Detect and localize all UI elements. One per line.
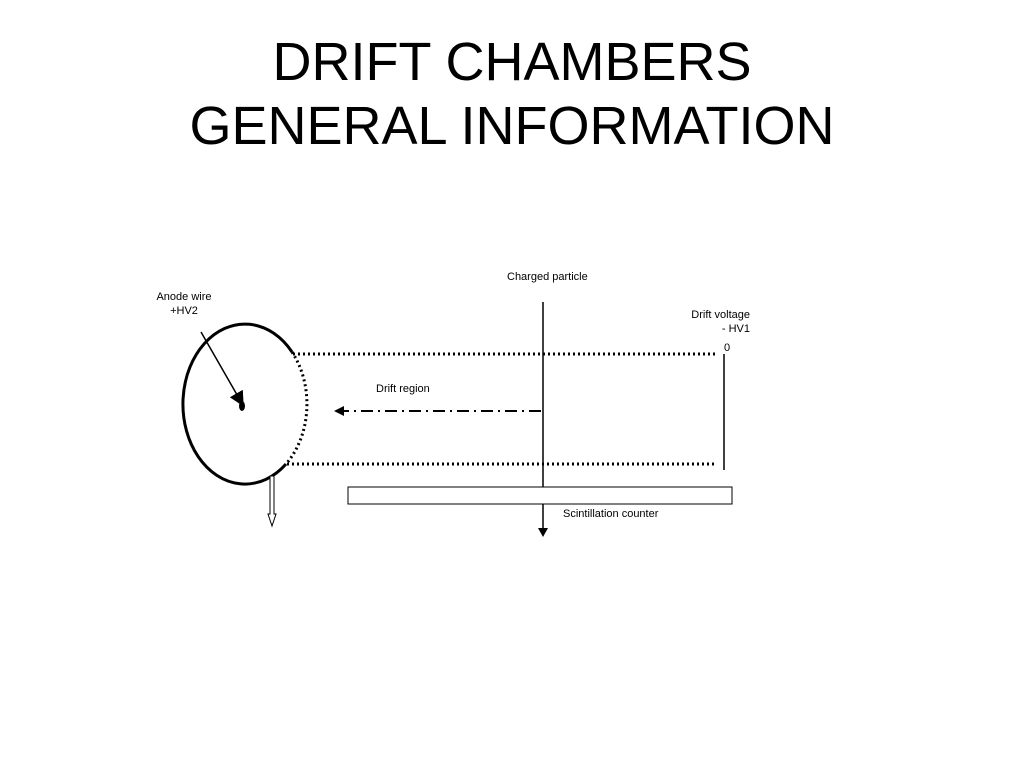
scintillation-counter-label: Scintillation counter <box>563 508 659 520</box>
drift-direction-arrowhead <box>334 406 344 416</box>
anode-wire-label: Anode wire +HV2 <box>155 290 213 318</box>
drift-voltage-label: Drift voltage - HV1 <box>686 308 750 336</box>
charged-particle-arrowhead <box>538 528 548 537</box>
zero-voltage-label: 0 <box>724 342 731 354</box>
slide-title: DRIFT CHAMBERS GENERAL INFORMATION <box>0 30 1024 158</box>
title-line-1: DRIFT CHAMBERS <box>272 32 752 92</box>
title-line-2: GENERAL INFORMATION <box>189 96 835 156</box>
scintillation-counter-bar <box>347 486 733 505</box>
signal-output-arrow <box>267 475 277 528</box>
charged-particle-label: Charged particle <box>507 271 588 283</box>
drift-voltage-label-line-1: Drift voltage <box>691 309 750 321</box>
chamber-ellipse-dotted-edge <box>284 351 309 465</box>
anode-wire-dot <box>239 401 245 411</box>
anode-wire-label-line-2: +HV2 <box>170 305 198 317</box>
chamber-ellipse <box>181 322 294 486</box>
drift-voltage-label-line-2: - HV1 <box>721 323 750 335</box>
anode-wire-label-line-1: Anode wire <box>156 291 212 303</box>
anode-pointer-arrow <box>200 331 244 407</box>
drift-region-label: Drift region <box>376 383 430 395</box>
